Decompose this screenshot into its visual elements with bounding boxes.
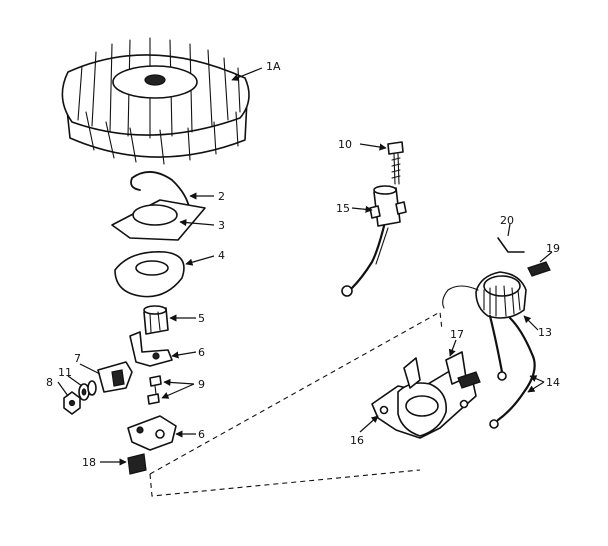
callout-10: 10: [338, 138, 352, 151]
terminal-bracket: [79, 361, 133, 393]
screws: [147, 375, 195, 405]
felt-pad: [100, 453, 147, 475]
washer: [67, 375, 97, 401]
dashed-leader: [149, 469, 421, 497]
callout-9: 9: [198, 378, 205, 391]
callout-11: 11: [58, 366, 72, 379]
callout-13: 13: [538, 326, 552, 339]
key: [527, 251, 553, 277]
callout-18: 18: [82, 456, 96, 469]
wire-clip: [497, 223, 525, 253]
bushing-plate: [111, 199, 215, 241]
callout-3: 3: [218, 219, 225, 232]
armature-core: [359, 339, 481, 439]
washer-plate: [114, 251, 215, 298]
callout-7: 7: [74, 352, 81, 365]
flywheel: [61, 37, 263, 165]
callout-16: 16: [350, 434, 364, 447]
callout-5: 5: [198, 312, 205, 325]
cam: [143, 305, 196, 335]
callout-19: 19: [546, 242, 560, 255]
spring-clip: [130, 171, 214, 213]
nut: [57, 381, 81, 415]
leads-arrows-2: [527, 381, 545, 393]
callout-17: 17: [450, 328, 464, 341]
callout-2: 2: [218, 190, 225, 203]
breaker-arm: [129, 331, 197, 367]
breaker-plate: [127, 415, 196, 451]
callout-6-lower: 6: [198, 428, 205, 441]
callout-1a: 1A: [266, 60, 281, 73]
callout-6-upper: 6: [198, 346, 205, 359]
callout-20: 20: [500, 214, 514, 227]
dashed-leader-2: [149, 311, 443, 475]
callout-15: 15: [336, 202, 350, 215]
condenser: [341, 185, 407, 297]
callout-8: 8: [46, 376, 53, 389]
bolt: [359, 141, 404, 185]
coil: [442, 271, 539, 429]
callout-14: 14: [546, 376, 560, 389]
callout-4: 4: [218, 249, 225, 262]
leads-arrows: [529, 375, 545, 383]
